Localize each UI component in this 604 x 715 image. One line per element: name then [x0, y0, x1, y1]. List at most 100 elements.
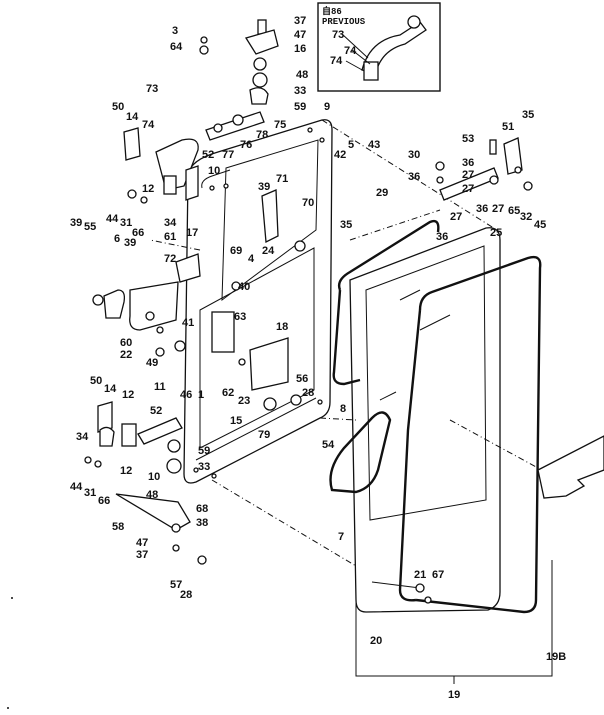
callout-44: 44: [106, 213, 119, 225]
inset-title-line2: PREVIOUS: [322, 17, 366, 27]
callout-57: 57: [170, 579, 182, 591]
callout-75: 75: [274, 119, 286, 131]
callout-19B: 19B: [546, 651, 566, 663]
leader-lines: [149, 119, 561, 684]
callout-41: 41: [182, 317, 194, 329]
callout-39a: 39: [70, 217, 82, 229]
callout-60: 60: [120, 337, 132, 349]
callout-27d: 27: [450, 211, 462, 223]
callout-51: 51: [502, 121, 514, 133]
callout-76: 76: [240, 139, 252, 151]
callout-42: 42: [334, 149, 346, 161]
callout-37b: 37: [136, 549, 148, 561]
callout-4: 4: [248, 253, 255, 265]
callout-25: 25: [490, 227, 502, 239]
callout-64: 64: [170, 41, 183, 53]
callout-43: 43: [368, 139, 380, 151]
callout-40: 40: [238, 281, 250, 293]
callout-18: 18: [276, 321, 288, 333]
cutaway-section: [537, 435, 604, 499]
callout-37: 37: [294, 15, 306, 27]
callout-21: 21: [414, 569, 426, 581]
callout-63: 63: [234, 311, 246, 323]
inset-label-74b: 74: [330, 55, 343, 67]
callout-44b: 44: [70, 481, 83, 493]
callout-47b: 47: [136, 537, 148, 549]
callout-28a: 28: [302, 387, 314, 399]
callout-73: 73: [146, 83, 158, 95]
lower-hinge-assembly: [84, 401, 207, 565]
callout-36c: 36: [476, 203, 488, 215]
callout-35b: 35: [522, 109, 534, 121]
right-hinge-assembly: [415, 137, 533, 604]
callout-16: 16: [294, 43, 306, 55]
callout-52b: 52: [150, 405, 162, 417]
callout-23: 23: [238, 395, 250, 407]
callout-28b: 28: [180, 589, 192, 601]
callout-34b: 34: [76, 431, 89, 443]
callout-46: 46: [180, 389, 192, 401]
callout-20: 20: [370, 635, 382, 647]
callout-74: 74: [142, 119, 155, 131]
callout-69: 69: [230, 245, 242, 257]
callout-61: 61: [164, 231, 176, 243]
callout-33: 33: [294, 85, 306, 97]
callout-9: 9: [324, 101, 330, 113]
inset-previous: 自86 PREVIOUS 73 74 74: [317, 2, 441, 92]
callout-38: 38: [196, 517, 208, 529]
callout-52: 52: [202, 149, 214, 161]
callout-53: 53: [462, 133, 474, 145]
callout-67: 67: [432, 569, 444, 581]
callout-55: 55: [84, 221, 96, 233]
callout-79: 79: [258, 429, 270, 441]
callout-70: 70: [302, 197, 314, 209]
callout-77: 77: [222, 149, 234, 161]
callout-29: 29: [376, 187, 388, 199]
weatherstrip-seals: [329, 219, 542, 614]
callout-50: 50: [112, 101, 124, 113]
callout-58: 58: [112, 521, 124, 533]
callout-24: 24: [262, 245, 275, 257]
callout-31b: 31: [84, 487, 96, 499]
callout-36b: 36: [408, 171, 420, 183]
callout-11: 11: [154, 381, 166, 393]
callout-34: 34: [164, 217, 177, 229]
inset-label-74a: 74: [344, 45, 357, 57]
left-latch-parts: [92, 253, 201, 357]
callout-27b: 27: [462, 183, 474, 195]
stray-dot-left: [11, 597, 13, 599]
callout-5: 5: [348, 139, 354, 151]
callout-32: 32: [520, 211, 532, 223]
callout-39c: 39: [258, 181, 270, 193]
callout-59: 59: [294, 101, 306, 113]
callout-45: 45: [534, 219, 546, 231]
callout-14b: 14: [104, 383, 117, 395]
callout-labels: 3 64 37 47 16 48 33 59 75 78 76 77 9 73 …: [70, 15, 566, 701]
stray-dot-bottom: [7, 707, 9, 709]
callout-68: 68: [196, 503, 208, 515]
callout-72: 72: [164, 253, 176, 265]
callout-47: 47: [294, 29, 306, 41]
callout-39b: 39: [124, 237, 136, 249]
inner-mechanism: [211, 189, 306, 411]
callout-12: 12: [142, 183, 154, 195]
callout-56: 56: [296, 373, 308, 385]
callout-54: 54: [322, 439, 335, 451]
upper-handle-assembly: [123, 127, 199, 204]
callout-17: 17: [186, 227, 198, 239]
callout-49: 49: [146, 357, 158, 369]
callout-1: 1: [198, 389, 204, 401]
callout-7: 7: [338, 531, 344, 543]
top-hardware: [199, 19, 279, 141]
callout-12c: 12: [120, 465, 132, 477]
callout-62: 62: [222, 387, 234, 399]
callout-50b: 50: [90, 375, 102, 387]
callout-59b: 59: [198, 445, 210, 457]
callout-65: 65: [508, 205, 520, 217]
callout-22: 22: [120, 349, 132, 361]
callout-71: 71: [276, 173, 288, 185]
callout-27c: 27: [492, 203, 504, 215]
callout-8: 8: [340, 403, 346, 415]
callout-14: 14: [126, 111, 139, 123]
